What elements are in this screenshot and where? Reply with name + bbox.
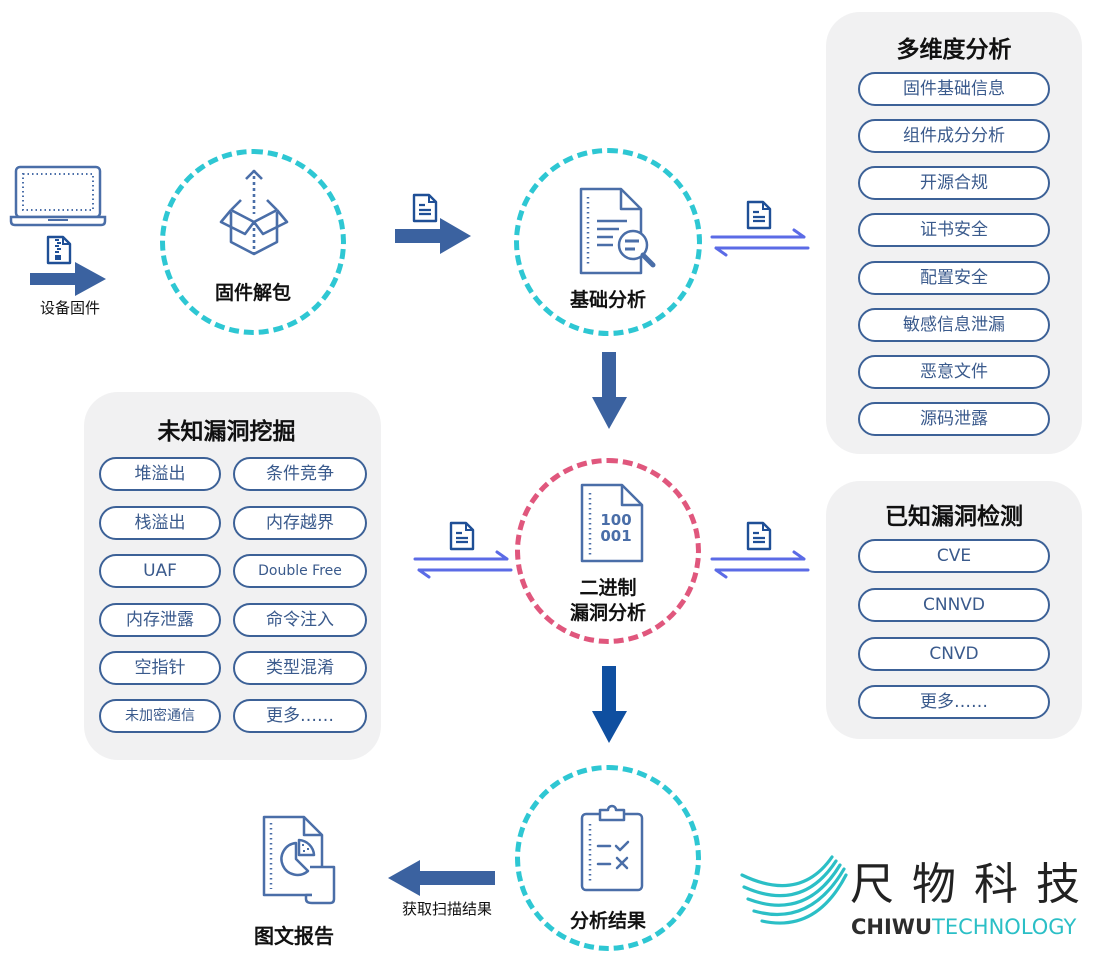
pill-stack-overflow[interactable]: 栈溢出 [99, 506, 221, 540]
node-binary-label-line2: 漏洞分析 [569, 602, 646, 624]
zip-file-icon [46, 235, 72, 265]
node-analysis-result[interactable]: 分析结果 [515, 765, 701, 951]
flow-arrow-source [30, 262, 106, 296]
pill-malicious-file[interactable]: 恶意文件 [858, 355, 1050, 389]
pill-sensitive-info-leak[interactable]: 敏感信息泄漏 [858, 308, 1050, 342]
source-label: 设备固件 [39, 299, 100, 317]
file-icon [746, 200, 772, 230]
flow-arrow-basic-to-binary [592, 352, 627, 429]
logo-en-bold: CHIWU [851, 915, 933, 939]
pill-open-source-compliance[interactable]: 开源合规 [858, 166, 1050, 200]
document-search-icon [579, 187, 656, 275]
flow-arrow-unpack-to-basic [395, 218, 471, 254]
pill-race-condition[interactable]: 条件竞争 [233, 457, 367, 491]
logo-en-text: CHIWUTECHNOLOGY [851, 914, 1076, 940]
file-icon [746, 521, 772, 551]
pill-memory-leak[interactable]: 内存泄露 [99, 603, 221, 637]
pill-cve[interactable]: CVE [858, 539, 1050, 573]
node-result-label: 分析结果 [569, 910, 646, 932]
pill-type-confusion[interactable]: 类型混淆 [233, 651, 367, 685]
chart-report-icon [262, 815, 336, 905]
logo-en-light: TECHNOLOGY [932, 915, 1077, 939]
binary-file-icon: 100 001 [580, 483, 644, 563]
pill-cnnvd[interactable]: CNNVD [858, 588, 1050, 622]
flow-arrow-result-to-report [388, 860, 495, 896]
pill-certificate-security[interactable]: 证书安全 [858, 213, 1050, 247]
node-basic-label: 基础分析 [569, 289, 646, 311]
node-basic-analysis[interactable]: 基础分析 [514, 148, 702, 336]
pill-double-free[interactable]: Double Free [233, 554, 367, 588]
pill-out-of-bounds[interactable]: 内存越界 [233, 506, 367, 540]
chiwu-wing-logo-icon [740, 855, 848, 925]
panel-known-vuln: 已知漏洞检测 CVE CNNVD CNVD 更多…… [826, 481, 1082, 739]
pill-uaf[interactable]: UAF [99, 554, 221, 588]
pill-more-unknown[interactable]: 更多…… [233, 699, 367, 733]
panel-multi-dimensional: 多维度分析 固件基础信息 组件成分分析 开源合规 证书安全 配置安全 敏感信息泄… [826, 12, 1082, 454]
binary-bits-line1: 100 [600, 511, 631, 529]
pill-config-security[interactable]: 配置安全 [858, 261, 1050, 295]
flow-arrow-binary-to-result [592, 666, 627, 743]
fetch-arrow-label: 获取扫描结果 [401, 900, 492, 918]
pill-unencrypted-comm[interactable]: 未加密通信 [99, 699, 221, 733]
panel-unknown-title: 未知漏洞挖掘 [157, 419, 296, 445]
pill-component-analysis[interactable]: 组件成分分析 [858, 119, 1050, 153]
node-binary-vuln-analysis[interactable]: 100 001 二进制 漏洞分析 [515, 458, 701, 644]
exchange-arrow-unknown-binary [413, 550, 513, 579]
pill-command-injection[interactable]: 命令注入 [233, 603, 367, 637]
exchange-arrow-binary-known [710, 550, 810, 579]
pill-heap-overflow[interactable]: 堆溢出 [99, 457, 221, 491]
clipboard-checklist-icon [580, 804, 644, 892]
panel-unknown-vuln: 未知漏洞挖掘 堆溢出 条件竞争 栈溢出 内存越界 UAF Double Free… [84, 392, 381, 760]
pill-null-pointer[interactable]: 空指针 [99, 651, 221, 685]
open-box-icon [219, 169, 289, 256]
pill-more-known[interactable]: 更多…… [858, 685, 1050, 719]
logo-cn-text: 尺物科技 [850, 859, 1098, 910]
pill-firmware-basic-info[interactable]: 固件基础信息 [858, 72, 1050, 106]
panel-multi-title: 多维度分析 [896, 37, 1012, 63]
panel-known-title: 已知漏洞检测 [885, 504, 1023, 530]
laptop-icon [9, 165, 107, 227]
node-binary-label-line1: 二进制 [579, 577, 637, 599]
file-icon [449, 521, 475, 551]
node-unpack[interactable]: 固件解包 [160, 149, 346, 335]
node-unpack-label: 固件解包 [214, 282, 291, 304]
file-icon [412, 193, 438, 223]
binary-bits-line2: 001 [600, 527, 631, 545]
report-label: 图文报告 [254, 924, 334, 948]
pill-cnvd[interactable]: CNVD [858, 637, 1050, 671]
exchange-arrow-basic-multi [710, 228, 810, 257]
pill-source-code-leak[interactable]: 源码泄露 [858, 402, 1050, 436]
